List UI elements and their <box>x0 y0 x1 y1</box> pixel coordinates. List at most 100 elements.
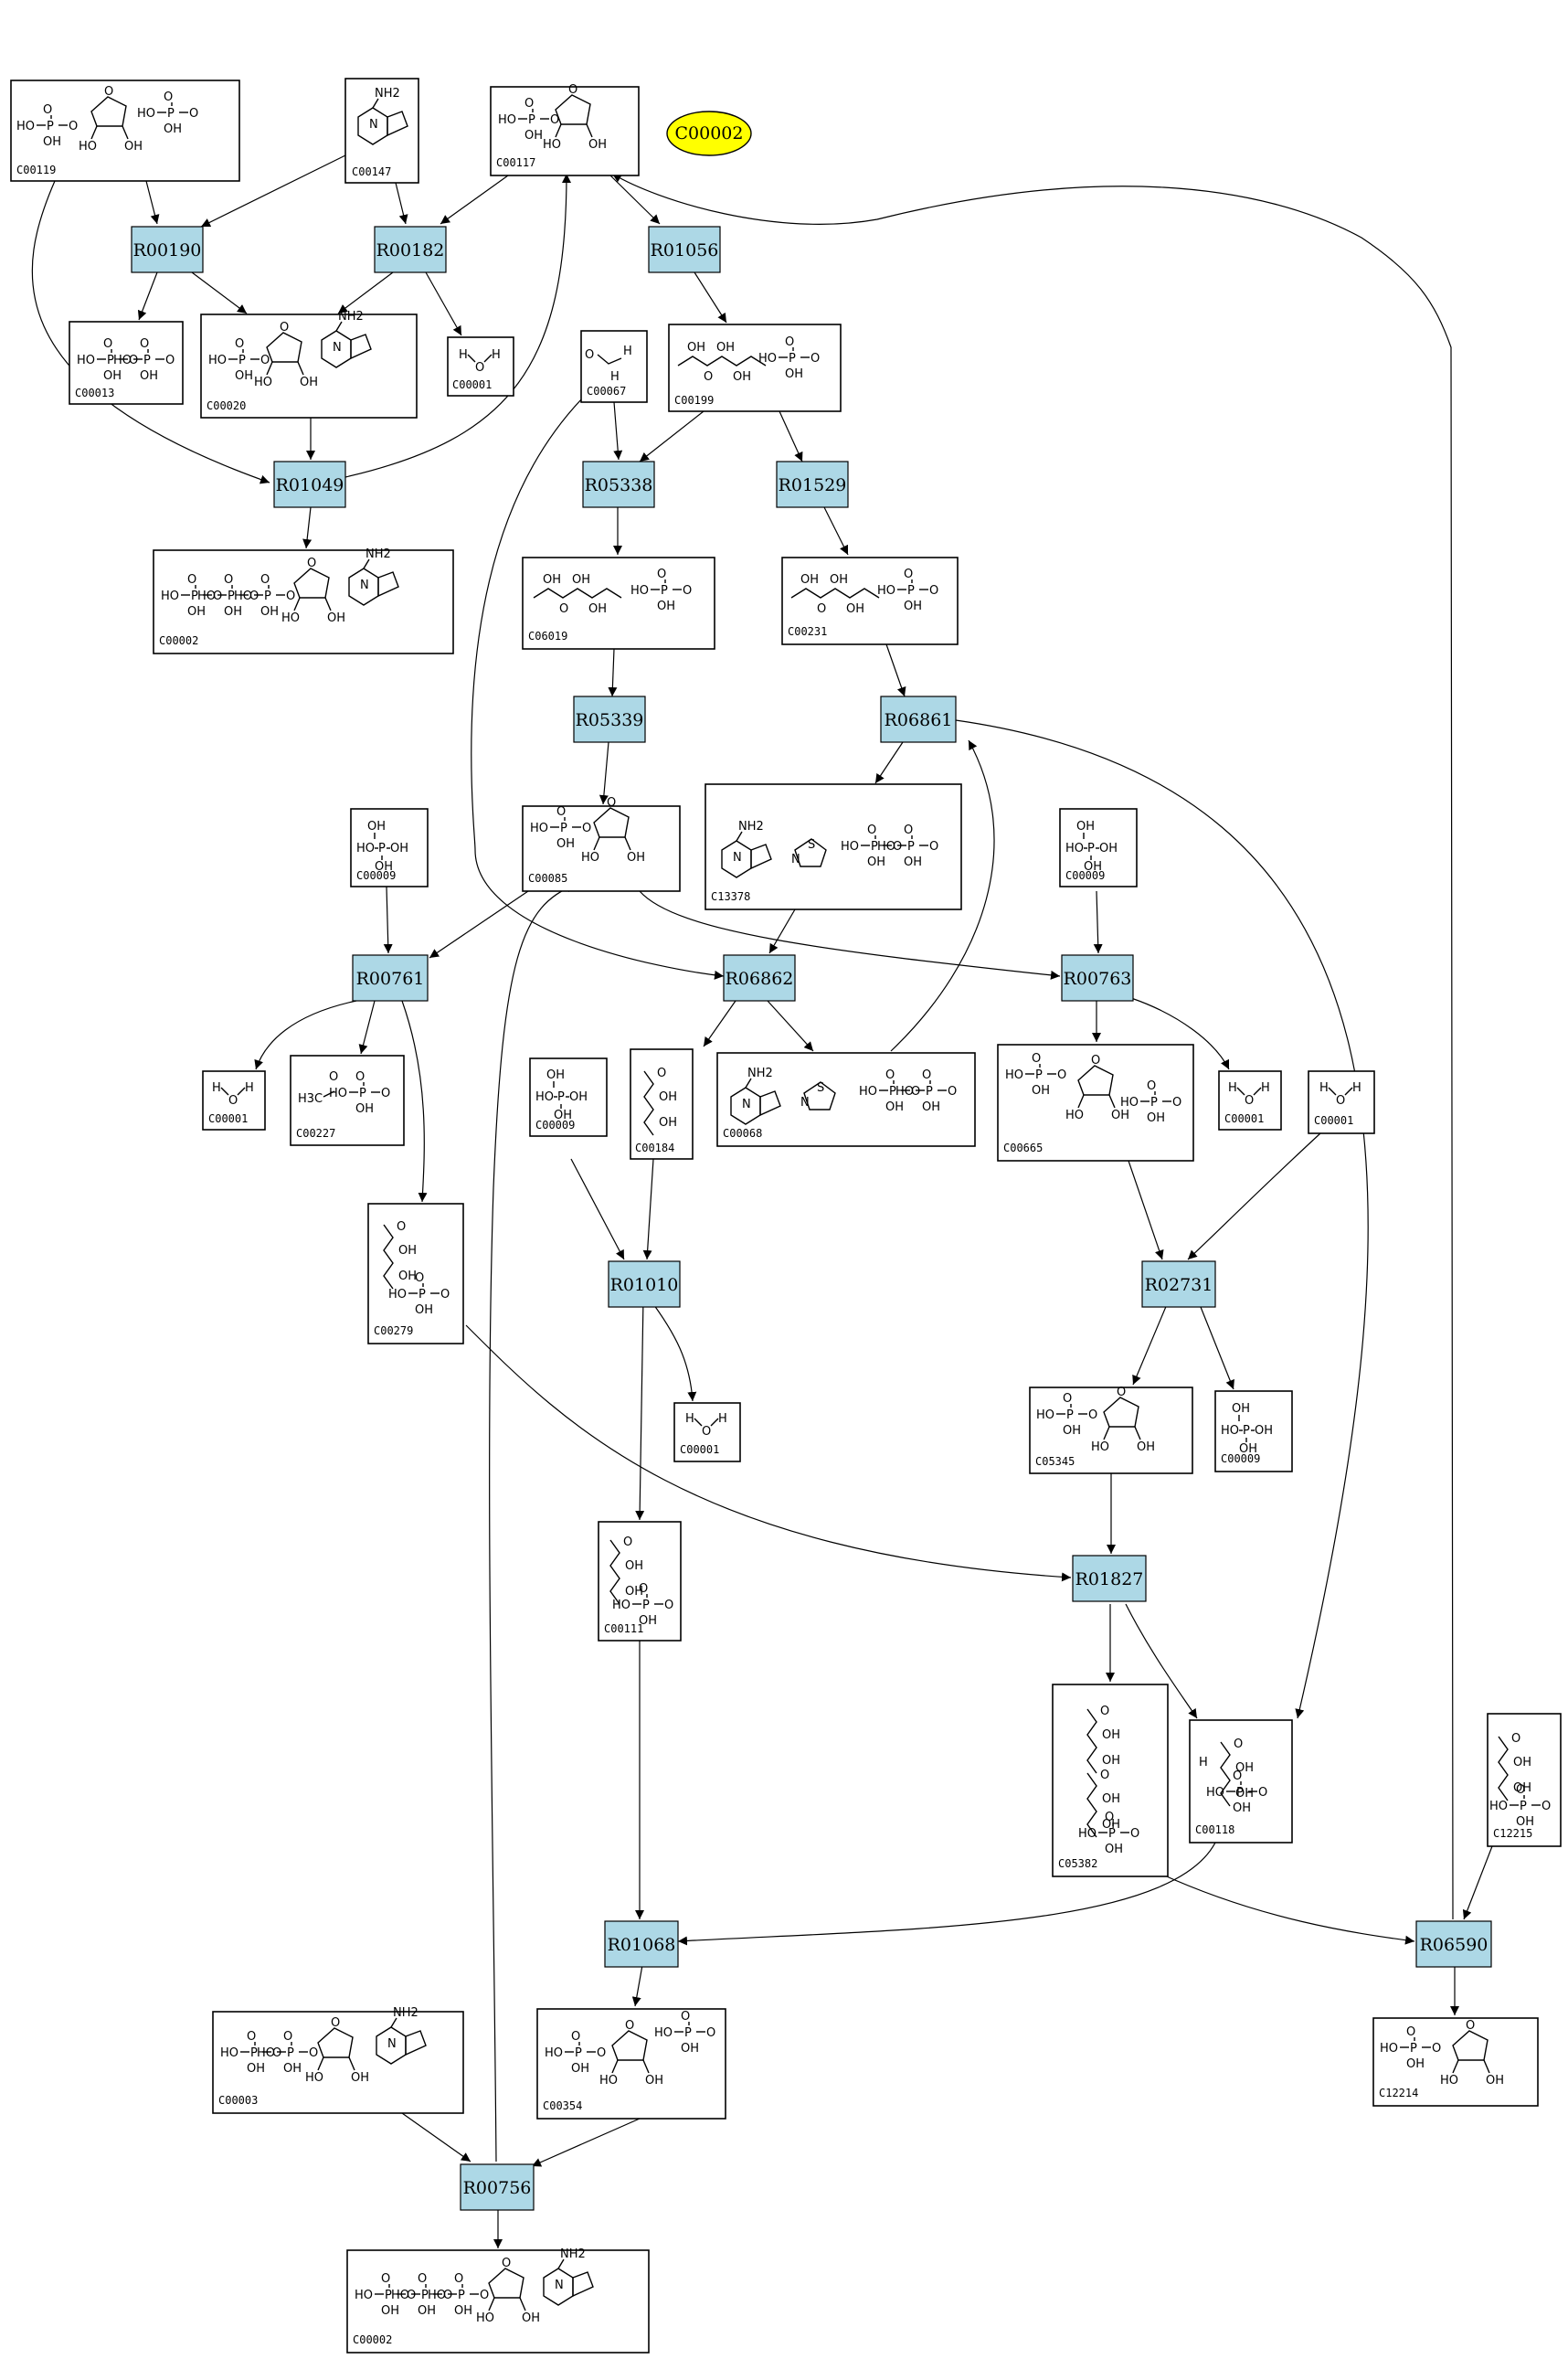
reaction-label: R01068 <box>608 1935 676 1955</box>
compound-label: C05382 <box>1058 1857 1097 1870</box>
reaction-r05338[interactable]: R05338 <box>582 461 655 508</box>
reaction-label: R01827 <box>1075 1569 1144 1589</box>
compound-c00001-right-b[interactable]: C00001 <box>1308 1070 1375 1134</box>
reaction-r00756[interactable]: R00756 <box>460 2163 535 2211</box>
reaction-r01049[interactable]: R01049 <box>273 461 346 508</box>
reaction-label: R01056 <box>651 240 719 260</box>
compound-label: C13378 <box>711 890 750 903</box>
svg-text:S: S <box>817 1081 824 1095</box>
compound-c00001-right-a[interactable]: C00001 <box>1218 1070 1282 1131</box>
svg-text:H: H <box>623 345 632 358</box>
compound-c00009-b[interactable]: C00009 <box>1059 808 1138 887</box>
reaction-r01529[interactable]: R01529 <box>776 461 849 508</box>
reaction-label: R00763 <box>1064 969 1132 989</box>
reaction-label: R01529 <box>779 475 847 495</box>
compound-label: C00002 <box>353 2333 392 2346</box>
compound-c00118[interactable]: H C00118 <box>1189 1719 1293 1844</box>
compound-c12214[interactable]: C12214 <box>1372 2017 1539 2107</box>
compound-label: C00117 <box>496 156 535 169</box>
reaction-label: R00756 <box>463 2178 532 2198</box>
compound-label: C00001 <box>1314 1114 1353 1127</box>
reaction-r06590[interactable]: R06590 <box>1415 1920 1492 1968</box>
svg-text:N: N <box>800 1096 810 1110</box>
compound-label: C00118 <box>1195 1823 1234 1836</box>
compound-c00117[interactable]: C00117 <box>490 82 640 176</box>
reaction-r00182[interactable]: R00182 <box>374 226 447 273</box>
compound-label: C00119 <box>16 164 56 176</box>
compound-label: C00068 <box>723 1127 762 1140</box>
compound-c00003[interactable]: C00003 <box>212 2005 464 2114</box>
compound-c00013[interactable]: C00013 <box>69 321 184 405</box>
reaction-r00763[interactable]: R00763 <box>1061 954 1134 1002</box>
compound-c00665[interactable]: C00665 <box>997 1044 1194 1162</box>
reaction-label: R05339 <box>576 710 644 730</box>
compound-c00002-bottom[interactable]: C00002 <box>346 2247 650 2354</box>
reaction-nodes: R00190 R00182 R01056 R01049 R05338 R0152… <box>131 226 1492 2211</box>
compound-c00119[interactable]: C00119 <box>10 80 240 182</box>
compound-c13378[interactable]: S N C13378 <box>705 783 962 910</box>
reaction-r02731[interactable]: R02731 <box>1141 1260 1216 1308</box>
reaction-label: R00182 <box>376 240 445 260</box>
compound-label: C00067 <box>587 385 626 398</box>
compound-label: C00020 <box>207 399 246 412</box>
compound-c00068[interactable]: S N C00068 <box>716 1052 976 1147</box>
reaction-label: R06862 <box>726 969 794 989</box>
compound-label: C00009 <box>535 1119 575 1132</box>
compound-c12215[interactable]: C12215 <box>1487 1713 1562 1847</box>
compound-c00009-c[interactable]: C00009 <box>529 1057 608 1137</box>
compound-nodes: C00119 C00147 C00117 C00013 <box>10 78 1562 2354</box>
highlight-node[interactable]: C00002 <box>666 111 752 156</box>
compound-c06019[interactable]: C06019 <box>522 557 715 650</box>
compound-c00001-bottom[interactable]: C00001 <box>673 1402 741 1462</box>
svg-text:O: O <box>585 348 594 362</box>
compound-label: C00231 <box>788 625 827 638</box>
compound-label: C00354 <box>543 2099 582 2112</box>
compound-label: C00009 <box>356 869 396 882</box>
compound-c00085[interactable]: C00085 <box>522 795 681 892</box>
compound-label: C00009 <box>1065 869 1105 882</box>
compound-label: C00111 <box>604 1622 643 1635</box>
reaction-r05339[interactable]: R05339 <box>573 696 646 743</box>
edges <box>31 154 1493 2248</box>
compound-c00147[interactable]: C00147 <box>344 78 419 184</box>
compound-c00111[interactable]: C00111 <box>598 1521 682 1642</box>
compound-c00279[interactable]: C00279 <box>367 1203 464 1344</box>
reaction-r01068[interactable]: R01068 <box>604 1920 679 1968</box>
reaction-r06861[interactable]: R06861 <box>880 696 957 743</box>
compound-label: C00227 <box>296 1127 335 1140</box>
compound-label: C00001 <box>1224 1112 1264 1125</box>
compound-c00001-top[interactable]: C00001 <box>447 336 514 397</box>
reaction-r06862[interactable]: R06862 <box>723 954 796 1002</box>
compound-c00354[interactable]: C00354 <box>536 2008 726 2120</box>
compound-c05382[interactable]: C05382 <box>1052 1684 1169 1877</box>
reaction-label: R02731 <box>1145 1275 1213 1295</box>
reaction-r01827[interactable]: R01827 <box>1072 1555 1147 1602</box>
reaction-label: R00761 <box>356 969 425 989</box>
compound-label: C12214 <box>1379 2087 1418 2099</box>
compound-c00001-left[interactable]: C00001 <box>202 1070 266 1131</box>
compound-c00227[interactable]: H3C O C00227 <box>290 1055 405 1146</box>
compound-label: C00001 <box>452 378 492 391</box>
reaction-r00190[interactable]: R00190 <box>131 226 204 273</box>
reaction-r01010[interactable]: R01010 <box>608 1260 681 1308</box>
compound-c00199[interactable]: C00199 <box>668 324 842 412</box>
compound-c00002-upper[interactable]: C00002 <box>153 547 454 654</box>
compound-c00067[interactable]: O H H C00067 <box>580 330 648 403</box>
reaction-label: R01049 <box>276 475 344 495</box>
reaction-label: R01010 <box>610 1275 679 1295</box>
reaction-r01056[interactable]: R01056 <box>648 226 721 273</box>
compound-c00184[interactable]: C00184 <box>630 1048 694 1160</box>
compound-label: C00013 <box>75 387 114 399</box>
compound-c05345[interactable]: C05345 <box>1029 1385 1193 1474</box>
compound-c00009-a[interactable]: C00009 <box>350 808 429 887</box>
svg-text:N: N <box>791 853 800 866</box>
reaction-label: R06861 <box>885 710 953 730</box>
reaction-r00761[interactable]: R00761 <box>352 954 429 1002</box>
compound-label: C06019 <box>528 630 567 643</box>
compound-label: C12215 <box>1493 1827 1532 1840</box>
compound-c00009-d[interactable]: C00009 <box>1214 1390 1293 1472</box>
svg-text:H: H <box>1199 1756 1208 1769</box>
compound-c00020[interactable]: C00020 <box>200 309 418 419</box>
compound-c00231[interactable]: C00231 <box>781 557 959 645</box>
reaction-label: R00190 <box>133 240 202 260</box>
